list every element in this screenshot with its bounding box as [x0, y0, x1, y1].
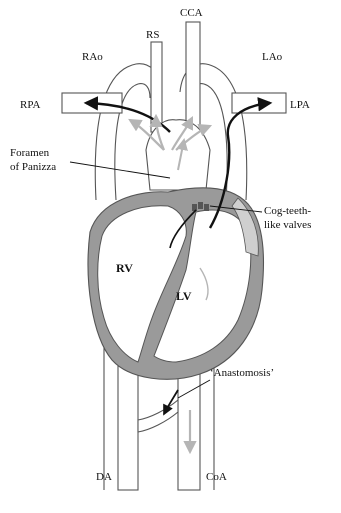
label-coa: CoA — [206, 471, 227, 483]
anastomosis-vessel — [138, 400, 178, 432]
label-foramen-2: of Panizza — [10, 161, 56, 173]
label-lpa: LPA — [290, 99, 310, 111]
label-cog-2: like valves — [264, 219, 311, 231]
label-foramen-1: Foramen — [10, 147, 50, 159]
label-rv: RV — [116, 261, 133, 275]
label-da: DA — [96, 471, 112, 483]
cca-vessel — [186, 22, 200, 132]
label-rao: RAo — [82, 51, 103, 63]
label-lao: LAo — [262, 51, 283, 63]
lpa-vessel — [232, 93, 286, 113]
label-rpa: RPA — [20, 99, 40, 111]
label-cog-1: Cog-teeth- — [264, 205, 311, 217]
label-rs: RS — [146, 29, 159, 41]
label-lv: LV — [176, 289, 192, 303]
label-cca: CCA — [180, 7, 203, 19]
label-anastomosis: ‘Anastomosis’ — [210, 367, 274, 379]
